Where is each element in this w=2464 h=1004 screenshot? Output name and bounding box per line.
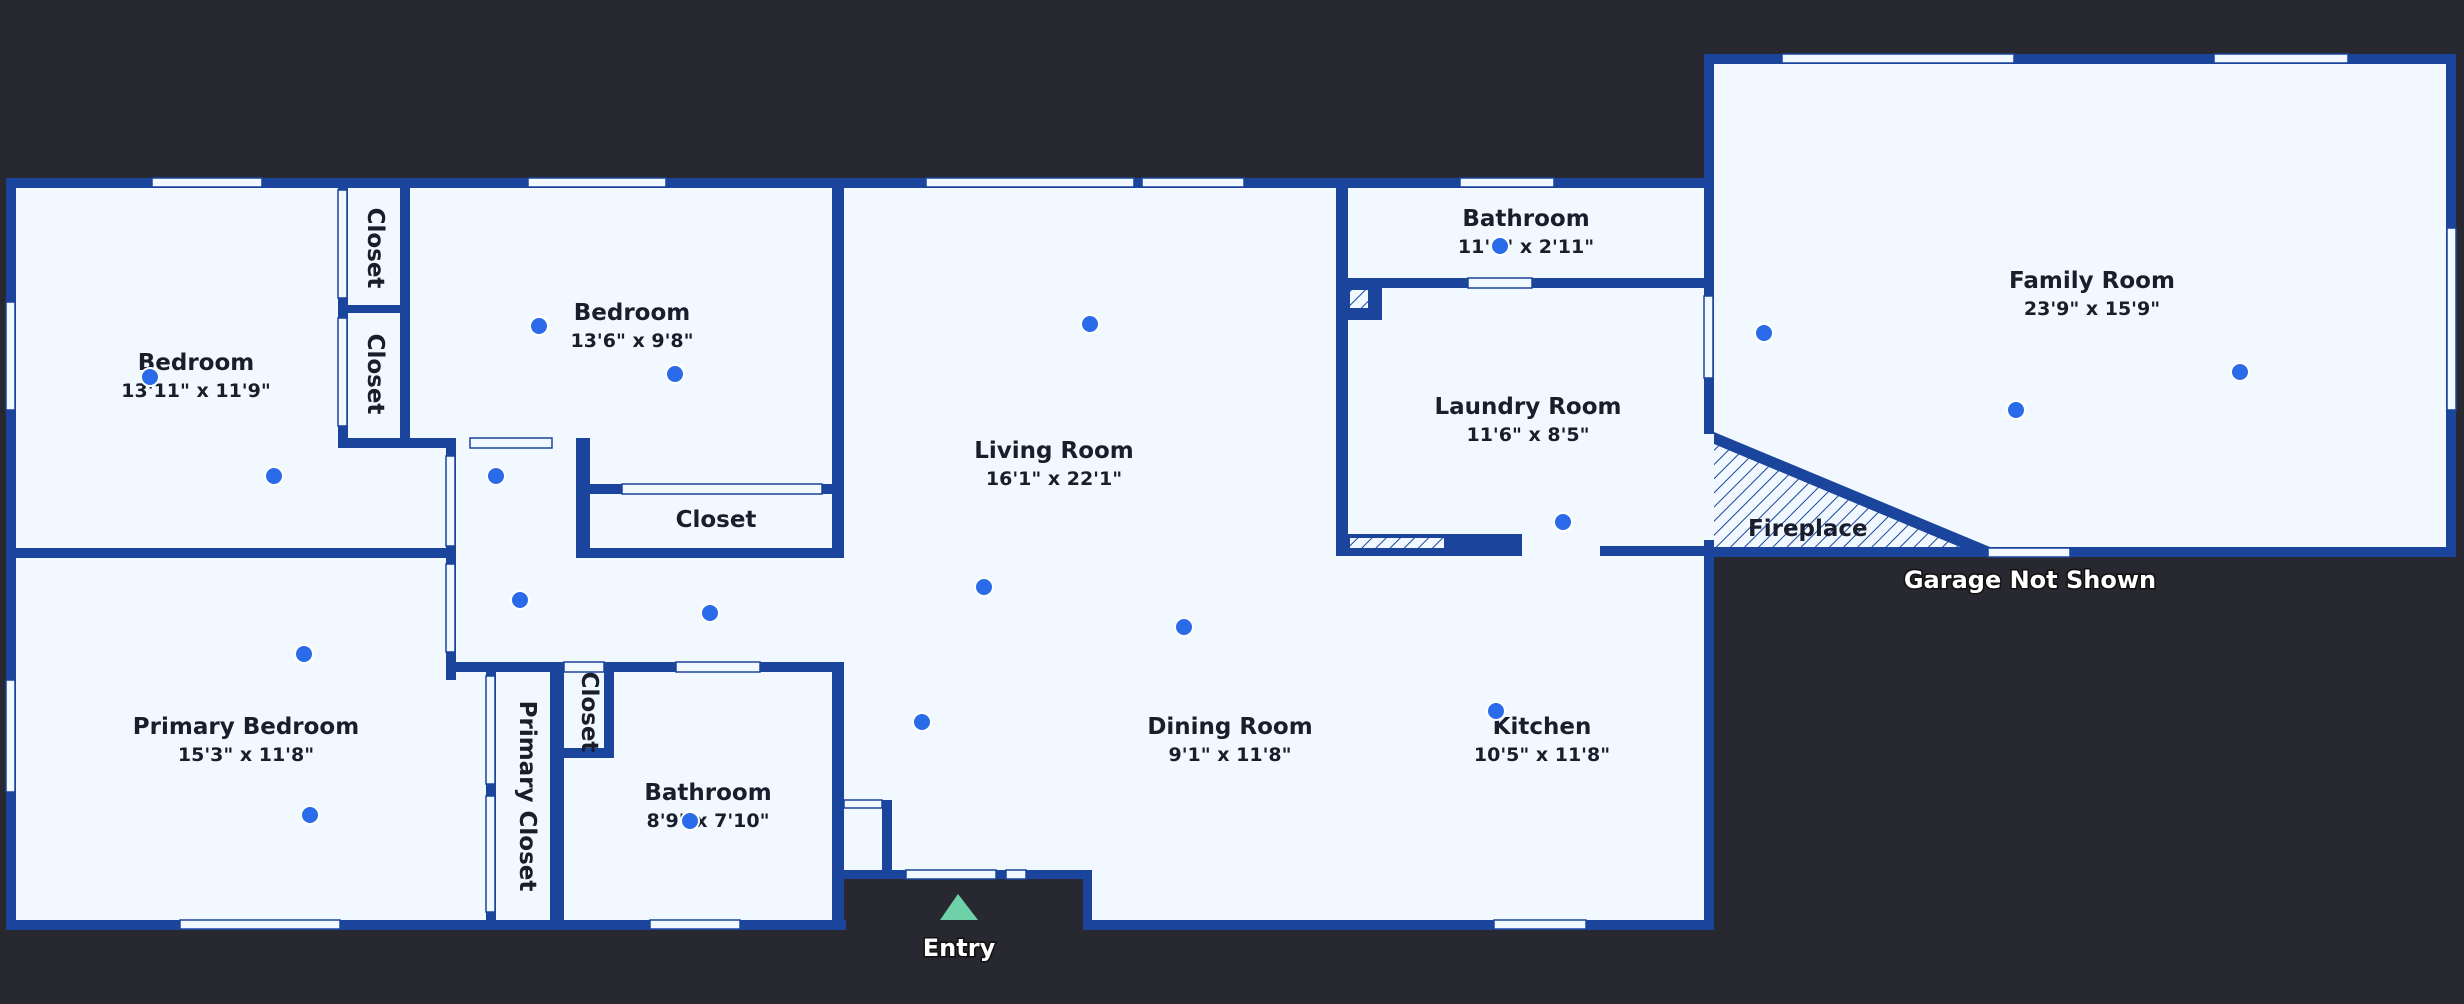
circle-dot-icon[interactable] <box>510 590 530 610</box>
fireplace-hatch <box>1714 444 1960 547</box>
circle-dot-icon[interactable] <box>700 603 720 623</box>
room-dims: 13'11" x 11'9" <box>121 380 270 402</box>
room-closet-1: Closet <box>362 208 388 289</box>
room-primary-bedroom: Primary Bedroom 15'3" x 11'8" <box>133 714 359 766</box>
room-name: Bathroom <box>644 780 771 806</box>
room-name: Primary Bedroom <box>133 714 359 740</box>
room-dims: 15'3" x 11'8" <box>178 744 314 766</box>
room-dining-room: Dining Room 9'1" x 11'8" <box>1147 714 1312 766</box>
room-name: Living Room <box>974 438 1134 464</box>
room-bathroom-2: Bathroom 8'9" x 7'10" <box>644 780 771 832</box>
room-kitchen: Kitchen 10'5" x 11'8" <box>1474 714 1610 766</box>
triangle-up-icon[interactable] <box>940 894 978 920</box>
circle-dot-icon[interactable] <box>1174 617 1194 637</box>
room-bedroom-2: Bedroom 13'6" x 9'8" <box>570 300 693 352</box>
circle-dot-icon[interactable] <box>665 364 685 384</box>
circle-dot-icon[interactable] <box>974 577 994 597</box>
photo-markers[interactable] <box>140 236 2250 831</box>
circle-dot-icon[interactable] <box>300 805 320 825</box>
room-name: Kitchen <box>1493 714 1592 740</box>
room-name: Family Room <box>2009 268 2175 294</box>
circle-dot-icon[interactable] <box>294 644 314 664</box>
room-dims: 16'1" x 22'1" <box>986 468 1122 490</box>
room-closet-3: Closet <box>676 507 757 533</box>
room-laundry-room: Laundry Room 11'6" x 8'5" <box>1434 394 1621 446</box>
circle-dot-icon[interactable] <box>2006 400 2026 420</box>
room-family-room: Family Room 23'9" x 15'9" <box>2009 268 2175 320</box>
room-name: Bedroom <box>574 300 691 326</box>
room-dims: 9'1" x 11'8" <box>1168 744 1291 766</box>
windows <box>5 53 2457 930</box>
circle-dot-icon[interactable] <box>486 466 506 486</box>
laundry-hatch-counter <box>1350 538 1444 548</box>
garage-note: Garage Not Shown <box>1904 566 2156 594</box>
circle-dot-icon[interactable] <box>680 811 700 831</box>
room-dims: 13'6" x 9'8" <box>570 330 693 352</box>
room-dims: 8'9" x 7'10" <box>646 810 769 832</box>
circle-dot-icon[interactable] <box>912 712 932 732</box>
room-closet-2: Closet <box>362 334 388 415</box>
circle-dot-icon[interactable] <box>1486 701 1506 721</box>
room-dims: 11'6" x 8'5" <box>1466 424 1589 446</box>
circle-dot-icon[interactable] <box>1754 323 1774 343</box>
room-name: Laundry Room <box>1434 394 1621 420</box>
circle-dot-icon[interactable] <box>1080 314 1100 334</box>
room-dims: 10'5" x 11'8" <box>1474 744 1610 766</box>
circle-dot-icon[interactable] <box>2230 362 2250 382</box>
room-dims: 11'6" x 2'11" <box>1458 236 1594 258</box>
fireplace-label: Fireplace <box>1748 516 1868 542</box>
room-primary-closet: Primary Closet <box>514 701 540 892</box>
room-closet-4: Closet <box>576 672 602 753</box>
laundry-hatch-small <box>1350 290 1368 308</box>
circle-dot-icon[interactable] <box>264 466 284 486</box>
room-living-room: Living Room 16'1" x 22'1" <box>974 438 1134 490</box>
circle-dot-icon[interactable] <box>1490 236 1510 256</box>
circle-dot-icon[interactable] <box>529 316 549 336</box>
circle-dot-icon[interactable] <box>1553 512 1573 532</box>
room-name: Bathroom <box>1462 206 1589 232</box>
entry-label: Entry <box>923 934 996 962</box>
room-dims: 23'9" x 15'9" <box>2024 298 2160 320</box>
circle-dot-icon[interactable] <box>140 367 160 387</box>
room-name: Dining Room <box>1147 714 1312 740</box>
